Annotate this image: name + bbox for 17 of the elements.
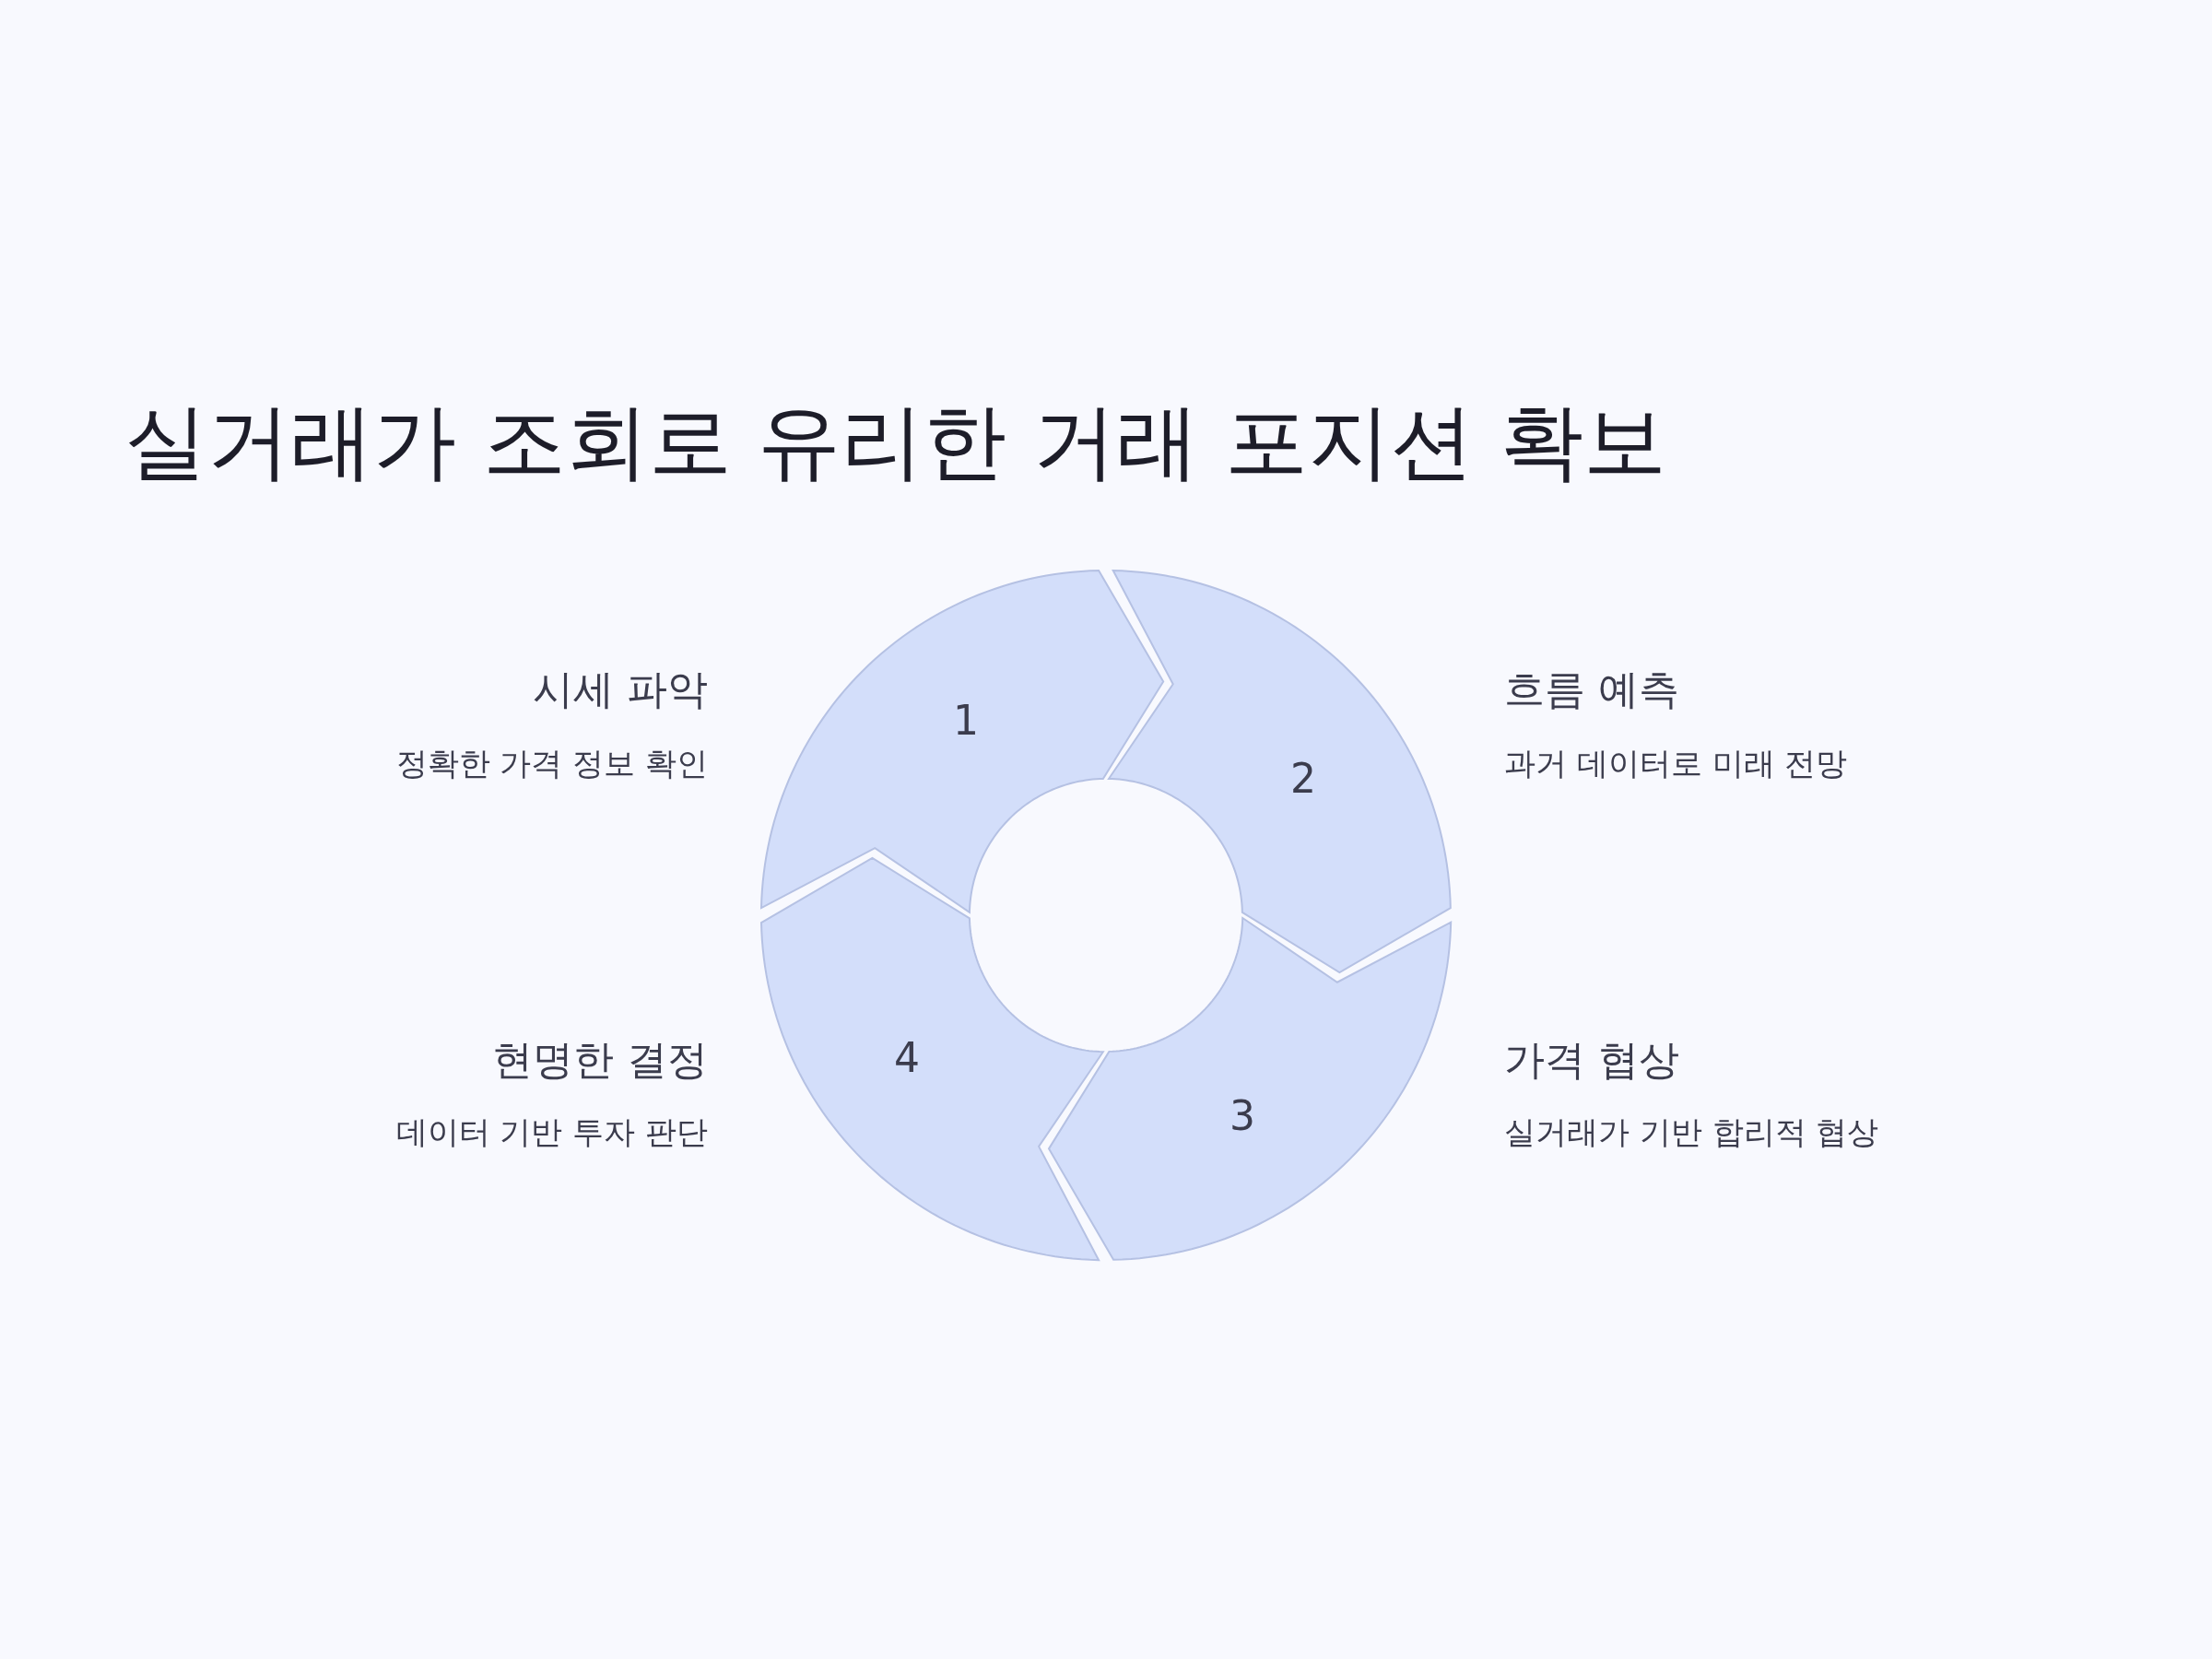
step-number: 1 [953,700,979,741]
step-description: 정확한 가격 정보 확인 [395,745,708,782]
ring-segment [759,855,1105,1262]
step-number: 2 [1290,759,1316,799]
step-heading: 가격 협상 [1504,1036,1679,1085]
ring-segment [1046,916,1453,1262]
step-number: 3 [1230,1096,1255,1136]
step-number: 4 [894,1038,920,1078]
ring-segment [759,569,1166,914]
ring-segment [1107,569,1453,975]
diagram-title: 실거래가 조회로 유리한 거래 포지션 확보 [124,392,1667,491]
step-heading: 현명한 결정 [492,1036,708,1085]
step-description: 실거래가 기반 합리적 협상 [1504,1113,1879,1151]
step-description: 데이터 기반 투자 판단 [395,1113,708,1151]
step-description: 과거 데이터로 미래 전망 [1504,745,1848,782]
step-heading: 흐름 예측 [1504,665,1679,714]
step-heading: 시세 파악 [533,665,708,714]
